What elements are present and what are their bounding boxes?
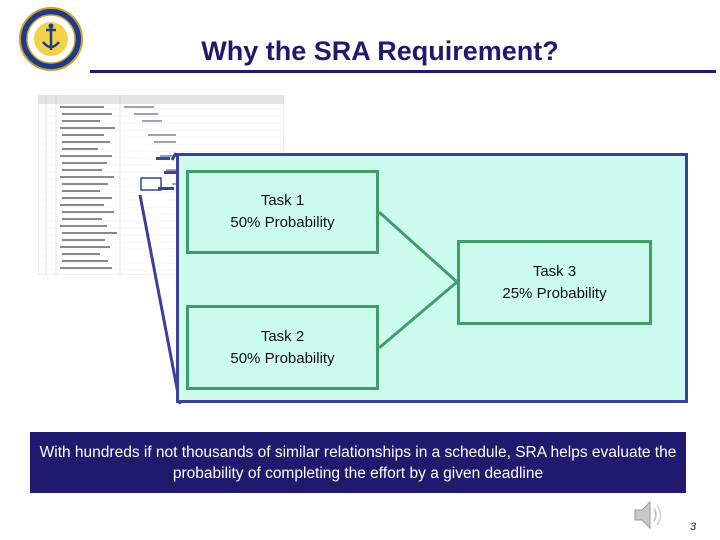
task-3-box: Task 3 25% Probability [457,240,652,325]
task-1-box: Task 1 50% Probability [186,170,379,254]
summary-banner: With hundreds if not thousands of simila… [30,432,686,493]
navy-seal-logo-icon [18,6,84,72]
task-2-name: Task 2 [260,327,305,345]
task-2-probability: 50% Probability [230,349,335,367]
title-divider [90,70,716,73]
page-number: 3 [690,521,697,533]
task-1-probability: 50% Probability [230,214,335,231]
task-1-name: Task 1 [260,192,305,209]
task-2-box: Task 2 50% Probability [186,305,379,390]
task-3-name: Task 3 [532,262,577,280]
task-3-probability: 25% Probability [502,284,607,302]
slide-title: Why the SRA Requirement? [201,36,559,66]
speaker-icon[interactable] [632,497,666,533]
